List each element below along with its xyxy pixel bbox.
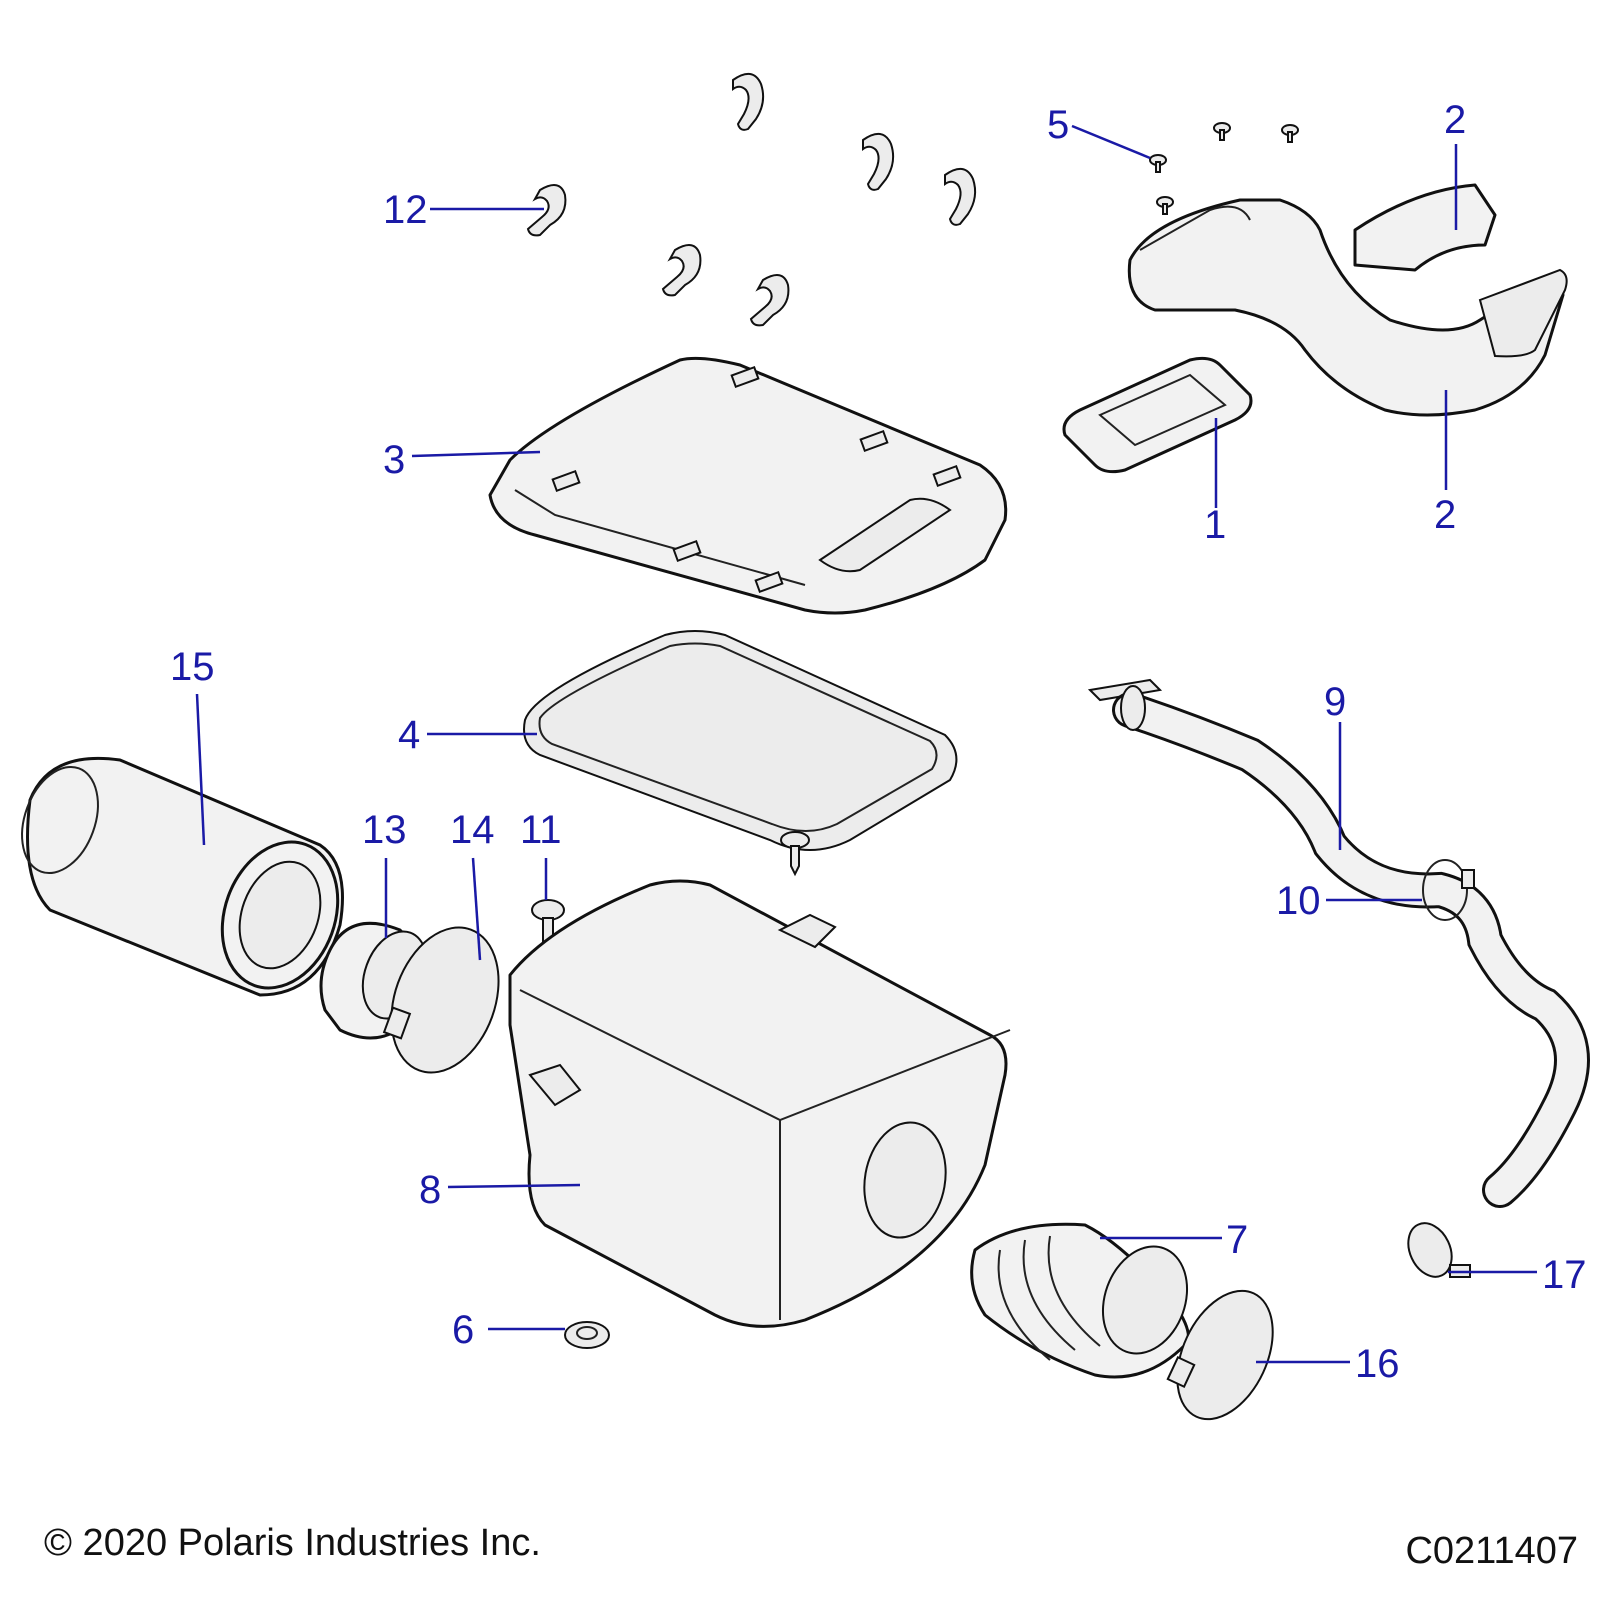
callout-2-lower: 2: [1434, 493, 1456, 537]
callout-7: 7: [1226, 1218, 1248, 1262]
callout-5: 5: [1047, 103, 1069, 147]
duct-gasket: [1062, 356, 1253, 474]
callout-1: 1: [1204, 503, 1226, 547]
callout-17: 17: [1542, 1253, 1587, 1297]
grommet-6: [564, 1321, 610, 1349]
hose-clamp-16: [1166, 1289, 1274, 1421]
hose-clamp-10: [1422, 859, 1475, 921]
throttle-body-boot: [970, 1222, 1190, 1379]
callout-13: 13: [362, 808, 407, 852]
breather-hose: [1087, 678, 1590, 1208]
callout-9: 9: [1324, 680, 1346, 724]
callout-10: 10: [1276, 879, 1321, 923]
airbox-housing: [508, 879, 1011, 1328]
callout-12: 12: [383, 188, 428, 232]
callout-8: 8: [419, 1168, 441, 1212]
intake-duct: [1127, 198, 1568, 417]
figure-code: C0211407: [1405, 1530, 1578, 1572]
callouts: 1 2 2 3 4 5 6 7 8 9 10 11 12: [170, 98, 1587, 1386]
callout-11: 11: [520, 808, 562, 852]
callout-6: 6: [452, 1308, 474, 1352]
copyright-notice: © 2020 Polaris Industries Inc.: [44, 1522, 541, 1564]
hose-clamp-14: [382, 926, 500, 1074]
callout-15: 15: [170, 645, 215, 689]
air-filter: [21, 756, 344, 997]
airbox-seal: [523, 630, 958, 877]
callout-2-upper: 2: [1444, 98, 1466, 142]
callout-14: 14: [450, 808, 495, 852]
callout-4: 4: [398, 713, 420, 757]
screw-parts: [1149, 122, 1299, 215]
airbox-cover: [488, 356, 1008, 615]
hose-clamp-17: [1407, 1222, 1471, 1278]
callout-16: 16: [1355, 1342, 1400, 1386]
callout-3: 3: [383, 438, 405, 482]
clip-parts: [526, 73, 977, 327]
foam-pad: [1353, 183, 1497, 272]
